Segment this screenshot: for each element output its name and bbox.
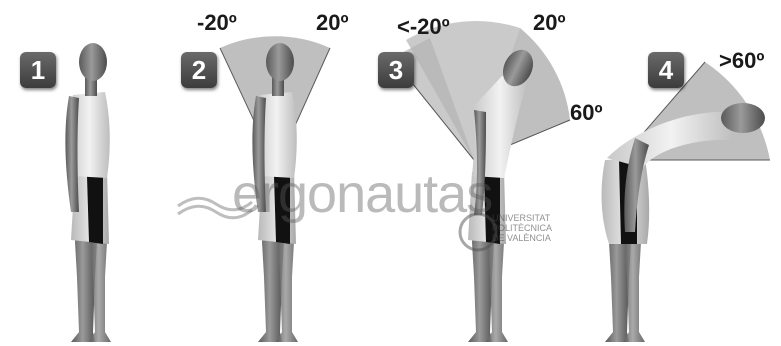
stage-badge-4: 4 [648,52,684,88]
angle-label-3-max: 60º [570,100,603,126]
angle-label-2-max: 20º [316,10,349,36]
figure-4 [602,62,770,342]
watermark-university: UNIVERSITAT POLITÈCNICA DE VALÈNCIA [492,213,552,243]
angle-label-3-mid: 20º [533,10,566,36]
stage-badge-2: 2 [181,52,217,88]
angle-label-3-min: <-20º [397,14,450,40]
watermark-brand: ergonautas [232,163,492,225]
watermark-university-line: POLITÈCNICA [492,223,552,233]
angle-label-4: >60º [719,48,764,74]
figure-1 [65,43,111,342]
angle-label-2-min: -20º [197,10,237,36]
watermark-university-line: DE VALÈNCIA [492,233,552,243]
watermark-university-line: UNIVERSITAT [492,213,552,223]
stage-badge-1: 1 [20,52,56,88]
stage-badge-3: 3 [378,52,414,88]
